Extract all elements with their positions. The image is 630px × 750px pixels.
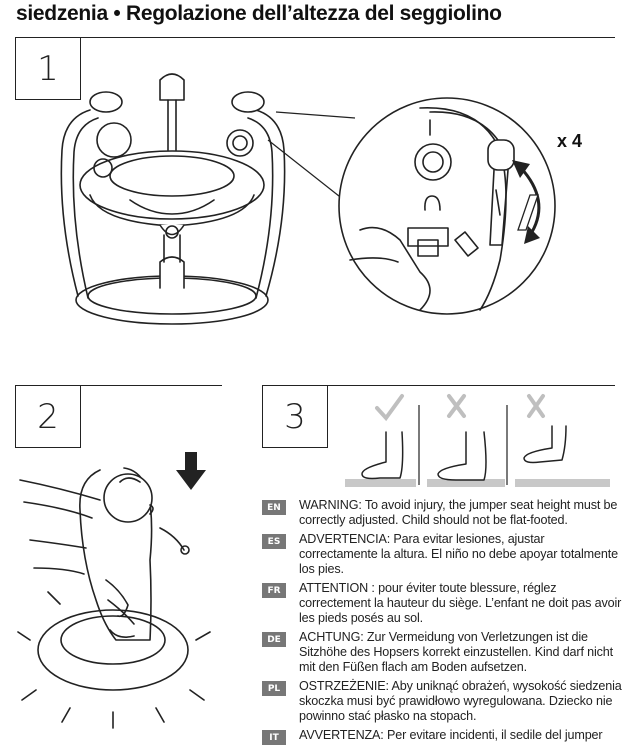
lang-badge-pl: PL xyxy=(262,681,286,696)
warning-text-en: WARNING: To avoid injury, the jumper sea… xyxy=(299,498,618,527)
warning-fr: FR ATTENTION : pour éviter toute blessur… xyxy=(262,581,622,626)
lang-badge-en: EN xyxy=(262,500,286,515)
page-title: siedzenia • Regolazione dell’altezza del… xyxy=(16,2,502,25)
warning-es: ES ADVERTENCIA: Para evitar lesiones, aj… xyxy=(262,532,622,577)
lang-badge-fr: FR xyxy=(262,583,286,598)
lang-badge-es: ES xyxy=(262,534,286,549)
warning-en: EN WARNING: To avoid injury, the jumper … xyxy=(262,498,622,528)
step1-number: 1 xyxy=(15,37,81,100)
adjust-multiplier: x 4 xyxy=(557,131,583,151)
warning-it: IT AVVERTENZA: Per evitare incidenti, il… xyxy=(262,728,622,745)
step3-rule xyxy=(326,385,615,386)
lang-badge-it: IT xyxy=(262,730,286,745)
step2-number: 2 xyxy=(15,385,81,448)
warning-text-fr: ATTENTION : pour éviter toute blessure, … xyxy=(299,581,622,625)
lang-badge-de: DE xyxy=(262,632,286,647)
warning-de: DE ACHTUNG: Zur Vermeidung von Verletzun… xyxy=(262,630,622,675)
warning-text-es: ADVERTENCIA: Para evitar lesiones, ajust… xyxy=(299,532,618,576)
warning-text-pl: OSTRZEŻENIE: Aby uniknąć obrażeń, wysoko… xyxy=(299,679,622,723)
warning-pl: PL OSTRZEŻENIE: Aby uniknąć obrażeń, wys… xyxy=(262,679,622,724)
step1-rule xyxy=(80,37,615,38)
warning-text-it: AVVERTENZA: Per evitare incidenti, il se… xyxy=(299,728,603,742)
warning-text-de: ACHTUNG: Zur Vermeidung von Verletzungen… xyxy=(299,630,614,674)
warning-list: EN WARNING: To avoid injury, the jumper … xyxy=(262,498,622,749)
step2-rule xyxy=(80,385,222,386)
step3-number: 3 xyxy=(262,385,328,448)
